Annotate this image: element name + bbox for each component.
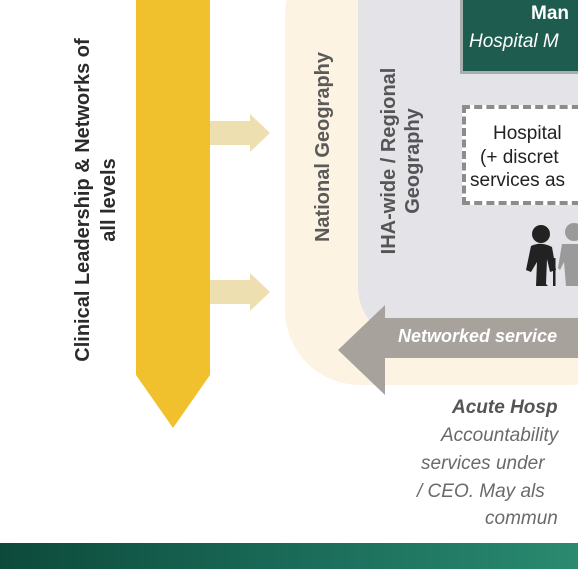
regional-geography-label-line1: IHA-wide / Regional <box>378 67 400 255</box>
acute-description-line-3: / CEO. May als <box>417 481 545 502</box>
hospital-line-3: services as <box>470 170 566 191</box>
clinical-leadership-label-line2: all levels <box>98 158 120 242</box>
manager-subtitle: Hospital M <box>469 31 559 52</box>
link-arrow-upper <box>210 114 270 152</box>
regional-geography-label: IHA-wide / Regional Geography <box>377 45 429 277</box>
link-arrow-lower <box>210 273 270 311</box>
hospital-box: Hospital (+ discret services as <box>462 105 578 205</box>
national-geography-label: National Geography <box>312 51 334 243</box>
hospital-line-2: (+ discret <box>480 147 559 168</box>
acute-hospital-title: Acute Hosp <box>452 397 558 418</box>
networked-services-arrow <box>338 305 578 395</box>
leadership-arrow <box>136 0 210 428</box>
manager-title: Man <box>531 3 569 24</box>
acute-description-line-4: commun <box>485 508 558 529</box>
networked-services-label: Networked service <box>398 326 558 346</box>
regional-geography-label-line2: Geography <box>402 108 424 214</box>
person-icon <box>558 223 578 286</box>
clinical-leadership-label-line1: Clinical Leadership & Networks of <box>72 38 94 362</box>
hospital-manager-box: Man Hospital M <box>460 0 578 74</box>
footer-band <box>0 543 578 569</box>
hospital-line-1: Hospital <box>493 123 562 144</box>
clinical-leadership-label: Clinical Leadership & Networks of all le… <box>70 30 126 370</box>
acute-description-line-2: services under <box>421 453 545 474</box>
acute-description-line-1: Accountability <box>441 425 559 446</box>
elderly-person-with-cane-icon <box>526 225 556 286</box>
